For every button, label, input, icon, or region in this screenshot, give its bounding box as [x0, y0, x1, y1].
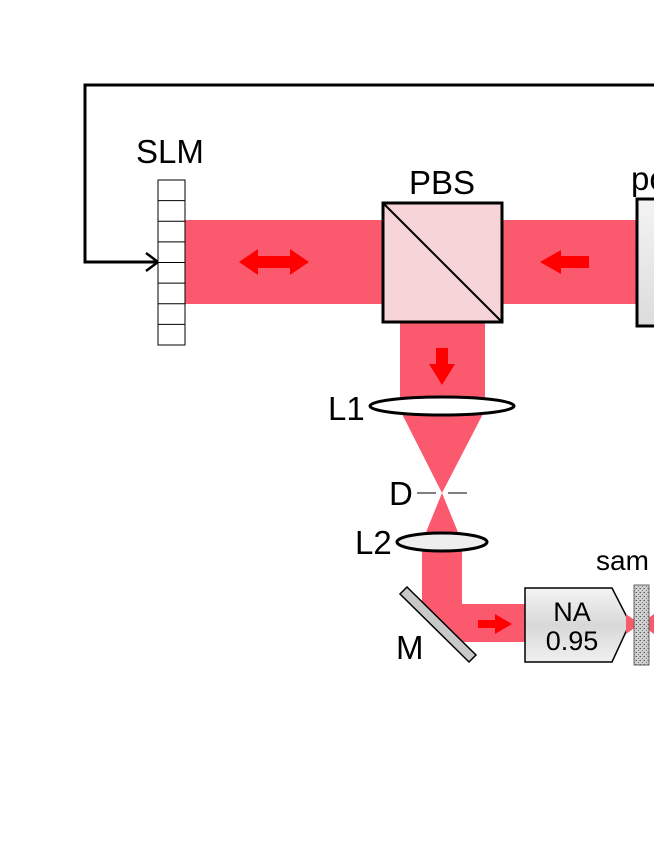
label-sample: sam — [596, 545, 649, 576]
label-slm: SLM — [136, 133, 204, 170]
label-pbs: PBS — [409, 164, 475, 201]
sample-slide — [633, 584, 650, 666]
label-m: M — [396, 629, 424, 666]
beam-focal-spot — [626, 614, 640, 634]
polarizer-box — [635, 197, 654, 328]
polarization-arrow-down — [429, 348, 455, 385]
beam-focus-cone — [400, 410, 485, 493]
label-l1: L1 — [328, 390, 365, 427]
lens-l1 — [368, 395, 516, 417]
label-polarizer: po — [631, 160, 654, 197]
lens-l2 — [395, 531, 489, 553]
beam-expand-cone — [422, 493, 462, 542]
mirror-m — [398, 585, 478, 664]
objective-lens — [524, 587, 631, 663]
label-d: D — [389, 475, 413, 512]
polarization-arrow-double — [239, 249, 309, 275]
label-l2: L2 — [355, 524, 392, 561]
objective-na-value: 0.95 — [546, 626, 599, 656]
objective-na-label: NA — [553, 597, 591, 627]
feedback-line — [83, 83, 654, 264]
polarization-arrow-left — [540, 250, 589, 274]
slm-device — [157, 179, 186, 346]
pbs-cube — [381, 201, 504, 324]
polarization-arrow-right — [478, 614, 512, 634]
